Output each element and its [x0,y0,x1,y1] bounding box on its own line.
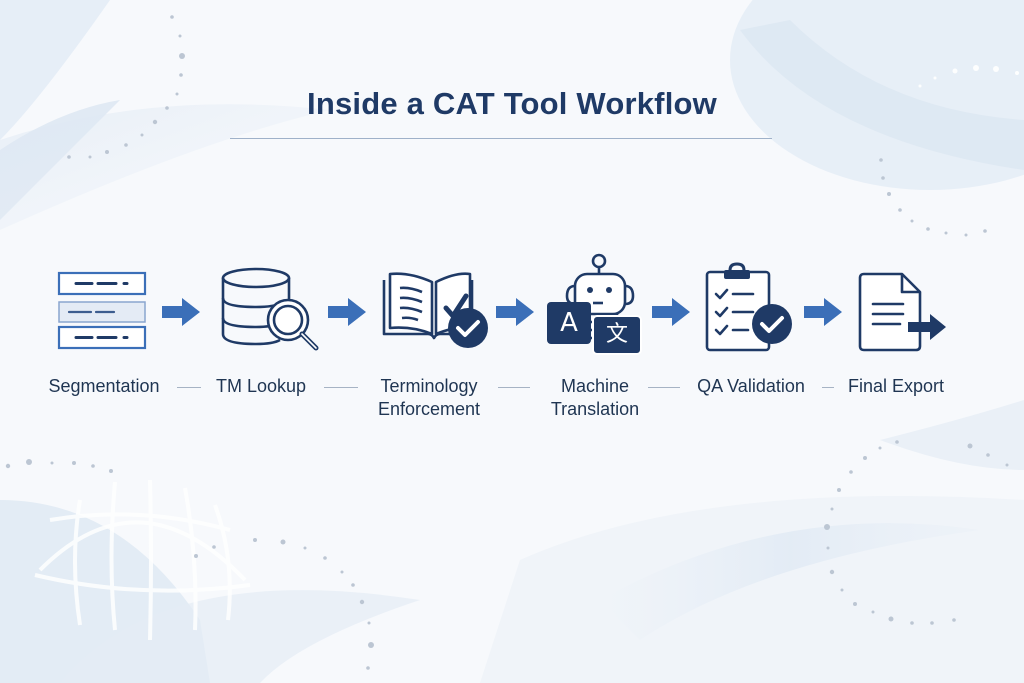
step-label-line: Terminology [380,376,478,396]
step-label-line: Final Export [847,376,945,396]
segmented-text-blocks-icon [57,271,147,350]
title-underline [230,138,772,139]
document-export-icon [858,272,946,352]
connector-line [498,387,530,388]
connector-line [648,387,680,388]
step-label-qa: QA Validation [684,375,818,398]
step-label-line: Translation [550,399,640,419]
target-language-badge: 文 [605,322,628,347]
database-magnifier-icon [221,267,319,351]
connector-line [822,387,834,388]
arrow-right-icon [162,298,200,326]
book-checkmark-icon [382,272,488,348]
step-label-line: QA Validation [697,376,805,396]
arrow-right-icon [328,298,366,326]
connector-line [324,387,358,388]
step-label-segmentation: Segmentation [34,375,174,398]
robot-translation-icon: A 文 [545,252,645,356]
step-label-tm-lookup: TM Lookup [204,375,318,398]
step-label-terminology: Terminology Enforcement [364,375,494,421]
step-label-line: Machine [560,376,630,396]
source-language-badge: A [560,308,578,338]
clipboard-checklist-icon [705,262,792,352]
step-label-line: Enforcement [377,399,481,419]
arrow-right-icon [496,298,534,326]
arrow-right-icon [652,298,690,326]
step-label-mt: Machine Translation [540,375,650,421]
step-label-line: Segmentation [48,376,160,396]
arrow-right-icon [804,298,842,326]
connector-line [177,387,201,388]
page-title: Inside a CAT Tool Workflow [307,86,717,121]
step-label-export: Final Export [836,375,956,398]
step-label-line: TM Lookup [215,376,307,396]
